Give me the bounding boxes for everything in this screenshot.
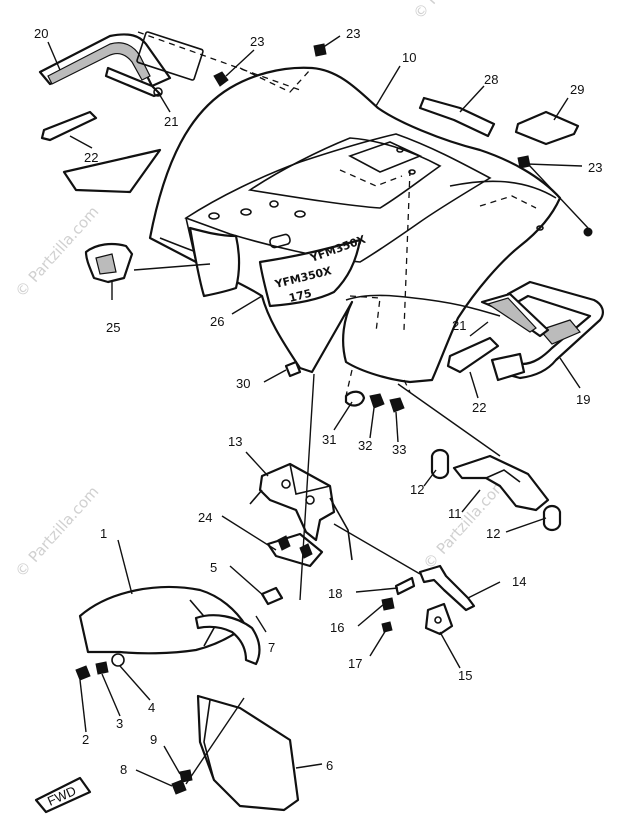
part-5-bolt	[260, 586, 284, 606]
part-21-bracket-right	[480, 292, 550, 338]
callout-13: 13	[228, 434, 242, 449]
callout-29: 29	[570, 82, 584, 97]
callout-24: 24	[198, 510, 212, 525]
part-33-nut	[389, 397, 405, 413]
part-29-label	[514, 110, 580, 146]
part-13-bracket	[249, 462, 353, 561]
callout-15: 15	[458, 668, 472, 683]
rear-flap-plate	[188, 226, 241, 298]
callout-23-top-left: 23	[250, 34, 264, 49]
callout-5: 5	[210, 560, 217, 575]
callout-33: 33	[392, 442, 406, 457]
leader-lines	[47, 35, 589, 787]
part-25-bracket	[84, 242, 134, 284]
callout-4: 4	[148, 700, 155, 715]
callout-7: 7	[268, 640, 275, 655]
callout-23-right: 23	[588, 160, 602, 175]
callout-31: 31	[322, 432, 336, 447]
callout-25: 25	[106, 320, 120, 335]
callout-11: 11	[448, 506, 462, 521]
callout-20: 20	[34, 26, 48, 41]
part-8-screw	[171, 779, 187, 795]
part-16-bolt	[381, 597, 395, 611]
part-11-bracket	[452, 454, 550, 512]
part-22-plate-left	[40, 110, 98, 142]
callout-14: 14	[512, 574, 526, 589]
callout-2: 2	[82, 732, 89, 747]
decal-sub-text: 175	[288, 287, 313, 305]
callout-1: 1	[100, 526, 107, 541]
callout-17: 17	[348, 656, 362, 671]
part-32-nut	[369, 393, 385, 409]
part-18-bolt	[394, 576, 416, 596]
callout-21-right: 21	[452, 318, 466, 333]
watermark-3: © Partzilla.com	[12, 483, 103, 581]
part-6-flap	[196, 694, 300, 812]
part-17-nut	[381, 621, 393, 633]
part-30-clip	[284, 360, 302, 378]
part-15-bracket	[424, 602, 454, 636]
callout-3: 3	[116, 716, 123, 731]
callout-16: 16	[330, 620, 344, 635]
part-14-stay	[418, 564, 476, 612]
callout-labels: 20 23 23 10 28 29 23 21 22 25 26 30 21 2…	[34, 26, 602, 777]
part-3-washer	[95, 661, 109, 675]
part-22-plate-right	[446, 336, 500, 374]
part-19-grab-bar	[490, 280, 604, 382]
watermark-5: © Partzilla.com	[410, 0, 501, 23]
callout-6: 6	[326, 758, 333, 773]
fwd-arrow-icon: FWD	[34, 776, 92, 814]
rear-fender	[137, 31, 562, 397]
part-2-screw	[75, 665, 91, 681]
callout-10: 10	[402, 50, 416, 65]
callout-26: 26	[210, 314, 224, 329]
part-28-label	[418, 96, 496, 138]
callout-32: 32	[358, 438, 372, 453]
callout-12-b: 12	[486, 526, 500, 541]
callout-28: 28	[484, 72, 498, 87]
side-panel-left	[62, 148, 162, 194]
callout-21-left: 21	[164, 114, 178, 129]
callout-18: 18	[328, 586, 342, 601]
callout-22-left: 22	[84, 150, 98, 165]
callout-22-right: 22	[472, 400, 486, 415]
part-4-washer	[111, 653, 125, 667]
callout-12-a: 12	[410, 482, 424, 497]
callout-30: 30	[236, 376, 250, 391]
watermark-4: © Partzilla.com	[420, 475, 511, 573]
part-7-brace	[194, 614, 261, 666]
callout-19: 19	[576, 392, 590, 407]
part-31-grommet	[344, 390, 366, 407]
part-9-nut	[179, 769, 193, 783]
callout-23-top: 23	[346, 26, 360, 41]
callout-8: 8	[120, 762, 127, 777]
callout-9: 9	[150, 732, 157, 747]
part-21-bracket-left	[104, 66, 163, 98]
part-12-collar-a	[430, 448, 450, 480]
part-12-collar-b	[542, 504, 562, 532]
